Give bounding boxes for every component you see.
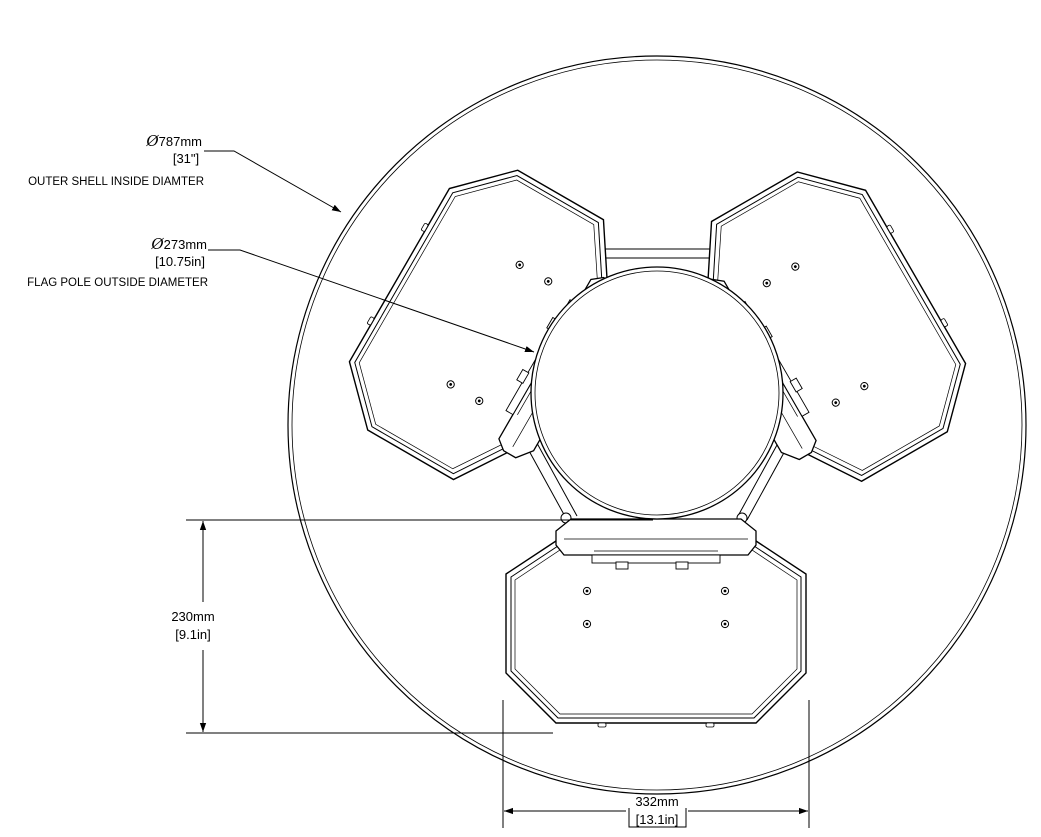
height-imperial: [9.1in] <box>175 627 210 642</box>
flag-pole <box>530 266 784 520</box>
outer-shell-callout: Ø787mm [31"] OUTER SHELL INSIDE DIAMTER <box>28 132 204 188</box>
outer-shell-imperial: [31"] <box>173 151 199 166</box>
dimension-lines <box>186 519 810 828</box>
width-imperial: [13.1in] <box>636 812 679 827</box>
flag-pole-value: 273mm <box>164 237 207 252</box>
flag-pole-description: FLAG POLE OUTSIDE DIAMETER <box>27 277 208 289</box>
leader-lines <box>204 150 535 353</box>
height-dimension: 230mm [9.1in] <box>171 609 214 642</box>
svg-text:Ø787mm: Ø787mm <box>145 132 202 150</box>
width-value: 332mm <box>635 794 678 809</box>
outer-shell-value: 787mm <box>159 134 202 149</box>
width-dimension: 332mm [13.1in] <box>635 794 678 827</box>
flag-pole-callout: Ø273mm [10.75in] FLAG POLE OUTSIDE DIAME… <box>27 235 208 289</box>
svg-text:Ø273mm: Ø273mm <box>150 235 207 253</box>
outer-shell-description: OUTER SHELL INSIDE DIAMTER <box>28 176 204 188</box>
diameter-symbol: Ø <box>150 235 164 253</box>
flag-pole-imperial: [10.75in] <box>155 254 205 269</box>
outer-shell <box>287 55 1027 795</box>
height-value: 230mm <box>171 609 214 624</box>
cabinet-bottom <box>506 519 806 727</box>
diameter-symbol: Ø <box>145 132 159 150</box>
